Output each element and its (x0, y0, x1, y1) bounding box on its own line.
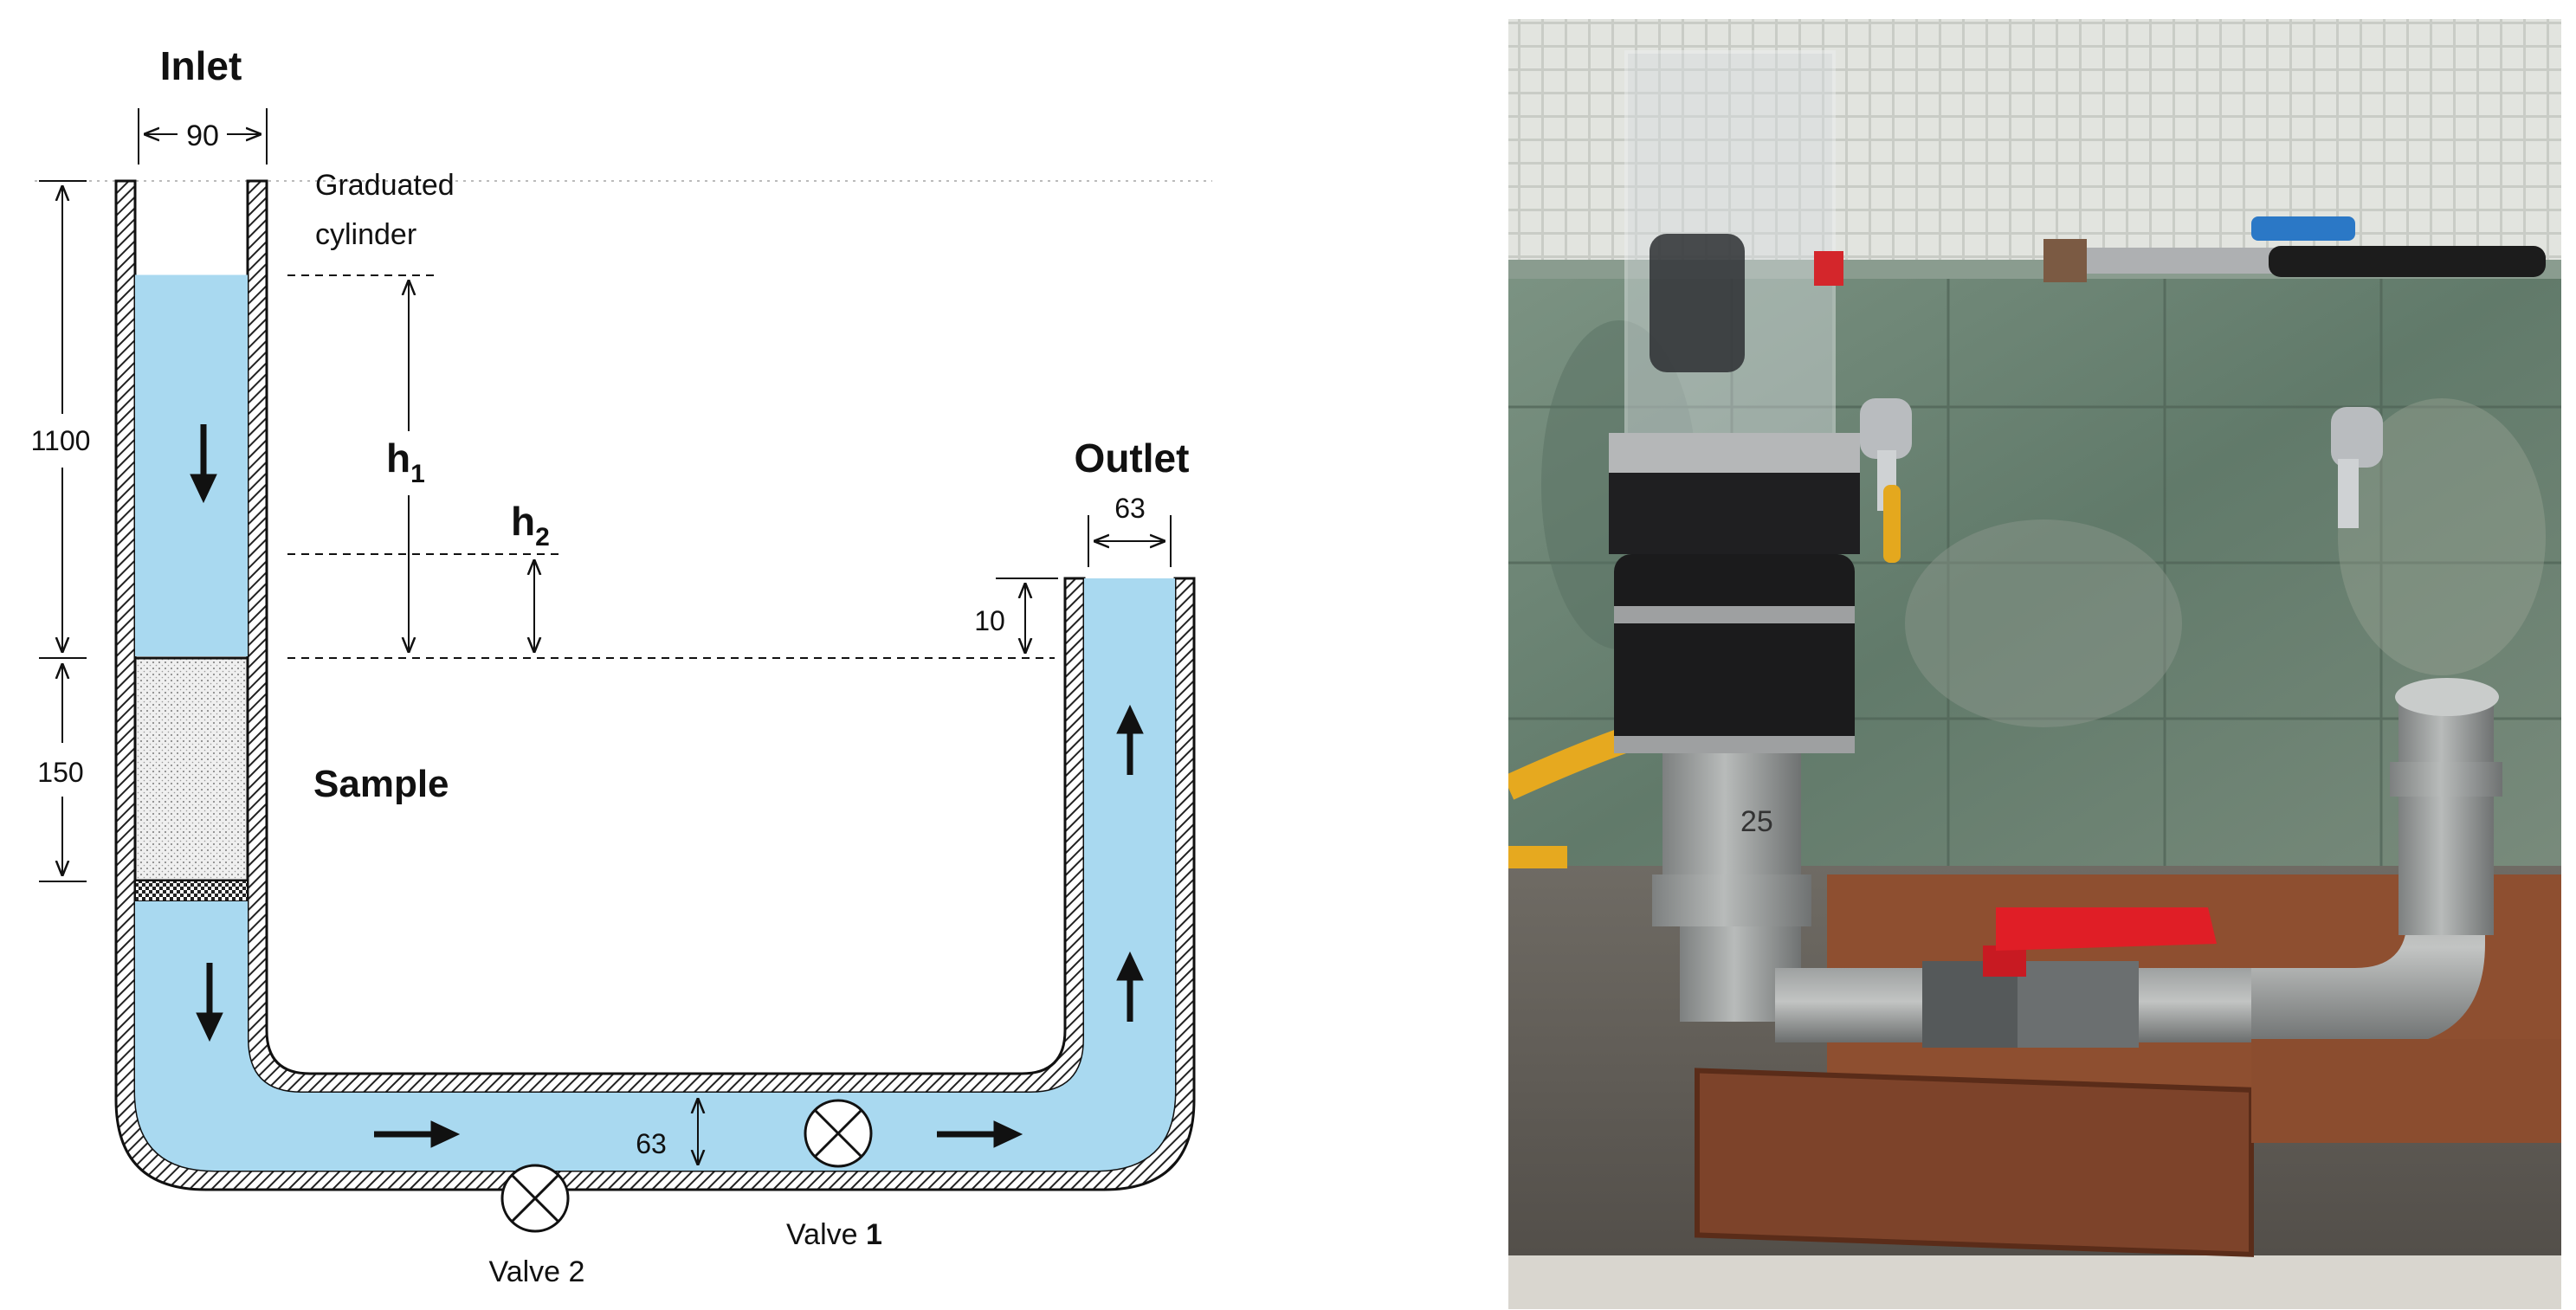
wooden-board-front (1695, 1068, 2254, 1257)
outer-pipe-wall (114, 179, 1196, 1191)
tool-on-ledge (2043, 216, 2546, 282)
inlet-water (135, 275, 248, 656)
valve-2-icon (500, 1164, 570, 1233)
up-arrow-icon (1116, 704, 1144, 775)
up-arrow-icon (1116, 951, 1144, 1022)
pipe-water (135, 578, 1175, 1171)
outlet-head-label: 10 (974, 605, 1005, 636)
faucet-icon (2331, 407, 2383, 528)
dimension-lines (39, 108, 1172, 1165)
inlet-width-label: 90 (186, 119, 219, 152)
apparatus-photo: 25 (1508, 19, 2561, 1309)
h1-main: h (386, 436, 410, 481)
faucet-icon (1860, 398, 1912, 563)
pvc-pipe-right (2398, 701, 2494, 935)
down-arrow-icon (190, 424, 217, 504)
graduated-label-line2: cylinder (315, 218, 416, 251)
sample-height-label: 150 (37, 757, 83, 788)
h2-sub: 2 (535, 523, 550, 552)
valve-1-icon (804, 1099, 873, 1168)
inlet-label: Inlet (160, 43, 242, 88)
inner-pipe-wall (246, 179, 1086, 1094)
svg-text:25: 25 (1740, 805, 1773, 838)
flow-arrows (190, 424, 1144, 1148)
valve-1-label: Valve 1 (786, 1218, 882, 1251)
valve-2-label: Valve 2 (489, 1255, 585, 1288)
graduated-label-line1: Graduated (315, 169, 455, 202)
valve-1-text: Valve (786, 1218, 866, 1251)
rubber-coupling (1614, 554, 1855, 753)
h2-main: h (511, 499, 535, 544)
right-arrow-icon (374, 1120, 461, 1148)
sample-block (133, 656, 249, 882)
h1-sub: 1 (410, 460, 425, 488)
apparatus-diagram: Inlet 90 Graduated cylinder 1100 150 Sam… (31, 43, 1212, 1288)
outlet-width-label: 63 (1114, 493, 1146, 524)
pipe-diameter-label: 63 (636, 1128, 667, 1159)
right-arrow-icon (937, 1120, 1023, 1148)
valve-1-number: 1 (866, 1218, 882, 1251)
down-arrow-icon (196, 963, 223, 1042)
sample-label: Sample (313, 763, 449, 805)
ball-valve-handle (1983, 907, 2217, 977)
sample-mesh (134, 880, 249, 902)
h2-label: h2 (511, 499, 550, 552)
outlet-label: Outlet (1075, 436, 1190, 481)
cylinder-height-label: 1100 (31, 425, 91, 456)
h1-label: h1 (386, 436, 425, 488)
